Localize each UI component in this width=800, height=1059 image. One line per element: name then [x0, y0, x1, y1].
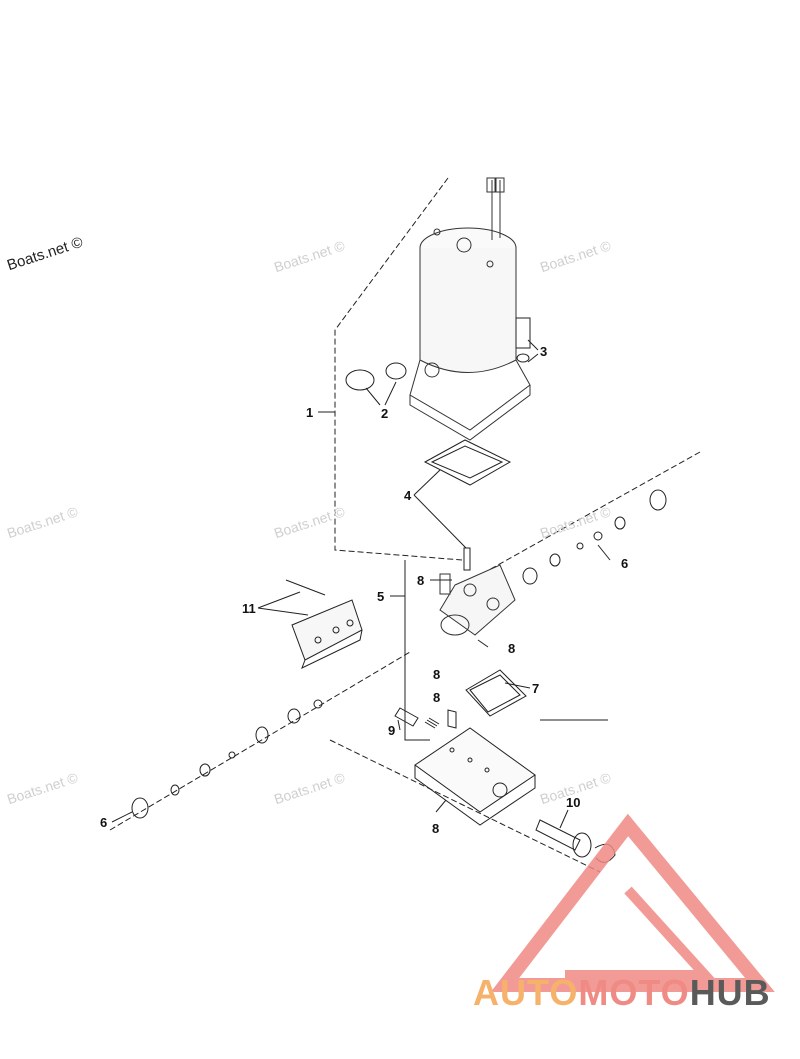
check-valve-parts-right — [522, 489, 667, 585]
bracket-5 — [404, 560, 430, 741]
callout-5: 5 — [377, 589, 384, 604]
brand-part-hub: HUB — [689, 972, 771, 1013]
fill-plug — [345, 362, 407, 391]
pump-plate — [414, 727, 536, 826]
callout-8-c: 8 — [433, 667, 440, 682]
axis-line-motor — [334, 177, 463, 561]
callout-1: 1 — [306, 405, 313, 420]
callout-10: 10 — [566, 795, 580, 810]
axis-line-pump-right — [479, 451, 701, 576]
check-valve-parts-left — [131, 699, 323, 819]
screw-3 — [515, 317, 531, 363]
callout-3: 3 — [540, 344, 547, 359]
callout-8-a: 8 — [417, 573, 424, 588]
callout-6-left: 6 — [100, 815, 107, 830]
valve-stem-10 — [535, 819, 581, 851]
brand-part-auto: AUTO — [473, 972, 579, 1013]
callout-4: 4 — [404, 488, 412, 503]
callout-2: 2 — [381, 406, 388, 421]
callout-8-e: 8 — [432, 821, 439, 836]
cover-7 — [465, 669, 527, 717]
callout-7: 7 — [532, 681, 539, 696]
pump-body — [439, 564, 516, 636]
axis-line-left — [109, 651, 411, 831]
callout-6-right: 6 — [621, 556, 628, 571]
callout-11: 11 — [242, 601, 256, 616]
callout-8-d: 8 — [433, 690, 440, 705]
spool-9 — [394, 707, 419, 727]
brand-part-moto: MOTO — [578, 972, 690, 1013]
valve-block-11 — [285, 579, 363, 669]
callout-8-b: 8 — [508, 641, 515, 656]
electric-motor — [409, 177, 531, 441]
axis-line-valve — [329, 739, 601, 873]
callout-9: 9 — [388, 723, 395, 738]
brand-wordmark: AUTOMOTOHUB — [473, 972, 771, 1014]
gasket — [423, 439, 512, 486]
brand-logo-icon — [490, 813, 775, 992]
spring-9 — [424, 717, 440, 729]
